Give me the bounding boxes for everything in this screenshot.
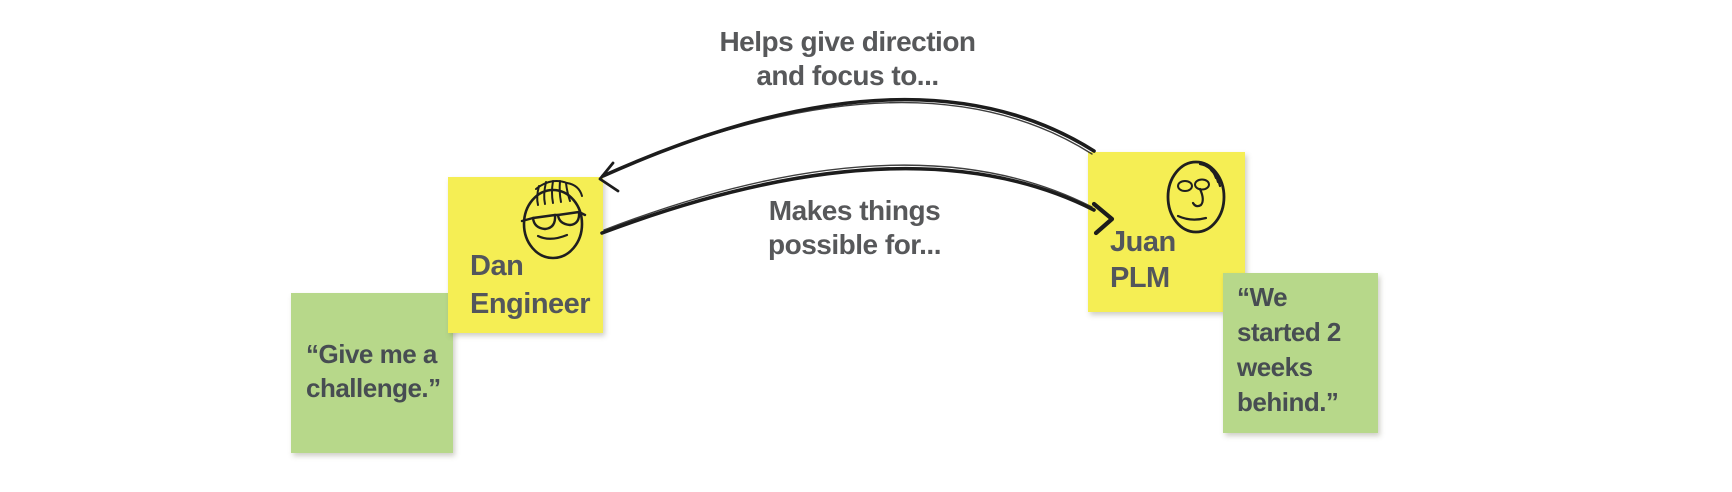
dan-quote-text: “Give me a challenge.” [306, 339, 441, 403]
juan-quote-text: “We started 2 weeks behind.” [1237, 282, 1341, 417]
sticky-note-juan-quote[interactable]: “We started 2 weeks behind.” [1223, 273, 1378, 433]
plain-face-icon [1166, 160, 1226, 234]
sticky-note-dan-quote[interactable]: “Give me a challenge.” [291, 293, 453, 453]
arrow-helps-direction [598, 97, 1096, 193]
sticky-note-dan[interactable]: Dan Engineer [448, 177, 603, 333]
arrow-label-helps-direction: Helps give direction and focus to... [719, 26, 976, 91]
juan-name: Juan PLM [1110, 226, 1176, 294]
dan-name: Dan Engineer [470, 250, 591, 320]
sunglasses-face-icon [520, 180, 587, 260]
arrow-label-makes-possible: Makes things possible for... [768, 195, 941, 260]
sticky-note-juan[interactable]: Juan PLM [1088, 152, 1245, 312]
